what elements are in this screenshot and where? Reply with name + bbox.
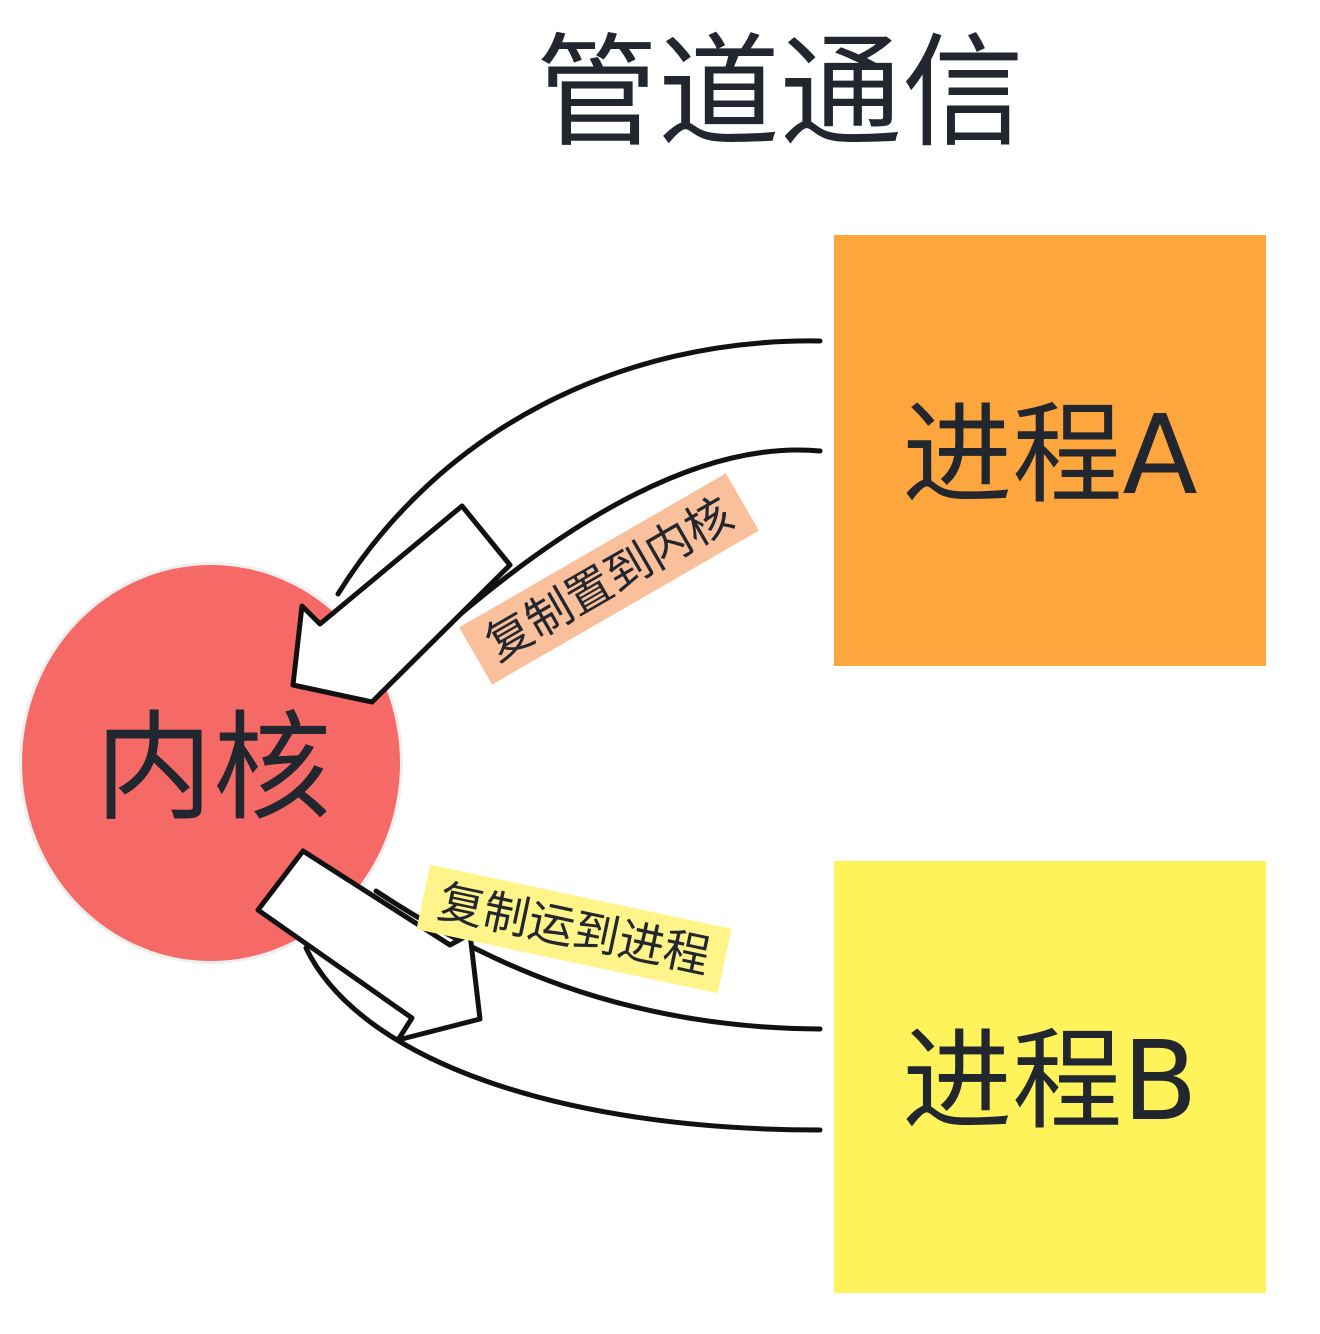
arrow-a-to-kernel: [290, 338, 823, 705]
process-b-node: 进程B: [834, 861, 1266, 1293]
diagram-title: 管道通信: [536, 22, 1024, 164]
kernel-label: 内核: [94, 699, 331, 837]
arrow-b-lower-curve: [303, 945, 823, 1133]
arrow-a-outer-curve: [335, 338, 823, 597]
process-b-label: 进程B: [902, 1017, 1198, 1145]
process-a-label: 进程A: [902, 390, 1198, 519]
arrow-a-head: [290, 503, 513, 705]
arrow-b-head: [255, 848, 483, 1043]
process-a-node: 进程A: [834, 235, 1266, 666]
